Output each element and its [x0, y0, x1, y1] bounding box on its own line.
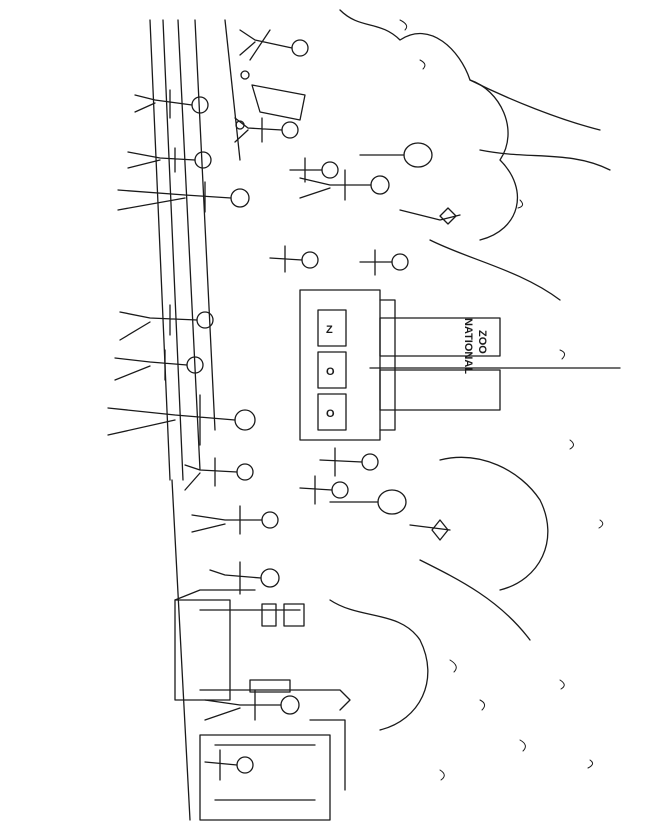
stroller	[235, 70, 306, 130]
banner-label: NATIONAL ZOO	[462, 318, 488, 374]
trees	[329, 9, 611, 781]
gate-letter-o2-panel	[317, 393, 347, 431]
lamp-globe-lower	[377, 489, 407, 515]
gate-letter-o: O	[326, 366, 335, 378]
street-lamps	[329, 142, 461, 541]
lamp-globe-upper	[403, 142, 433, 168]
gate-letter-z-panel	[317, 309, 347, 347]
zoo-banners	[369, 317, 621, 411]
banner-upper	[379, 317, 501, 357]
banner-text-line1: NATIONAL	[462, 318, 474, 374]
vendor-kiosk	[174, 589, 346, 821]
visitors-crowd	[107, 29, 409, 781]
gate-letter-o2: O	[326, 408, 335, 420]
banner-text-line2: ZOO	[476, 330, 488, 354]
zoo-gate: Z O O	[299, 289, 396, 441]
gate-letter-z: Z	[326, 324, 333, 336]
sidewalk-lines	[149, 19, 241, 821]
crosswalk-signs	[199, 603, 351, 711]
banner-lower	[379, 369, 501, 411]
gate-letter-o-panel	[317, 351, 347, 389]
